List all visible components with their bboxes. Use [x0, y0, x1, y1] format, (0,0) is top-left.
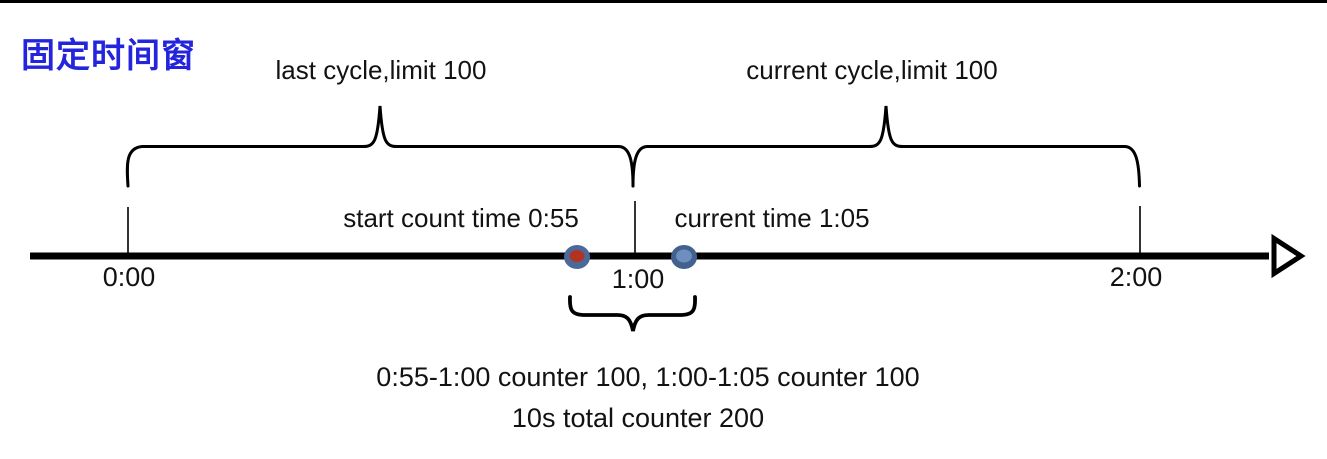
- tick-label-1-00: 1:00: [611, 264, 665, 294]
- current-cycle-brace: [631, 105, 1141, 188]
- start-count-time-label: start count time 0:55: [343, 203, 579, 233]
- current-cycle-label: current cycle,limit 100: [746, 55, 998, 85]
- counter-window-underbrace: [568, 295, 697, 332]
- tick-label-2-00: 2:00: [1109, 262, 1163, 292]
- tick-label-0-00: 0:00: [102, 262, 156, 292]
- top-border-line: [0, 0, 1327, 3]
- total-counter-line: 10s total counter 200: [511, 403, 765, 433]
- last-cycle-label: last cycle,limit 100: [275, 55, 487, 85]
- last-cycle-brace: [125, 105, 635, 188]
- start-count-marker-dot: [569, 250, 585, 262]
- arrowhead-icon: [1271, 233, 1306, 279]
- counter-summary-line: 0:55-1:00 counter 100, 1:00-1:05 counter…: [376, 362, 920, 392]
- page-title: 固定时间窗: [21, 37, 196, 75]
- current-time-marker-dot: [676, 249, 692, 263]
- current-time-label: current time 1:05: [674, 203, 870, 233]
